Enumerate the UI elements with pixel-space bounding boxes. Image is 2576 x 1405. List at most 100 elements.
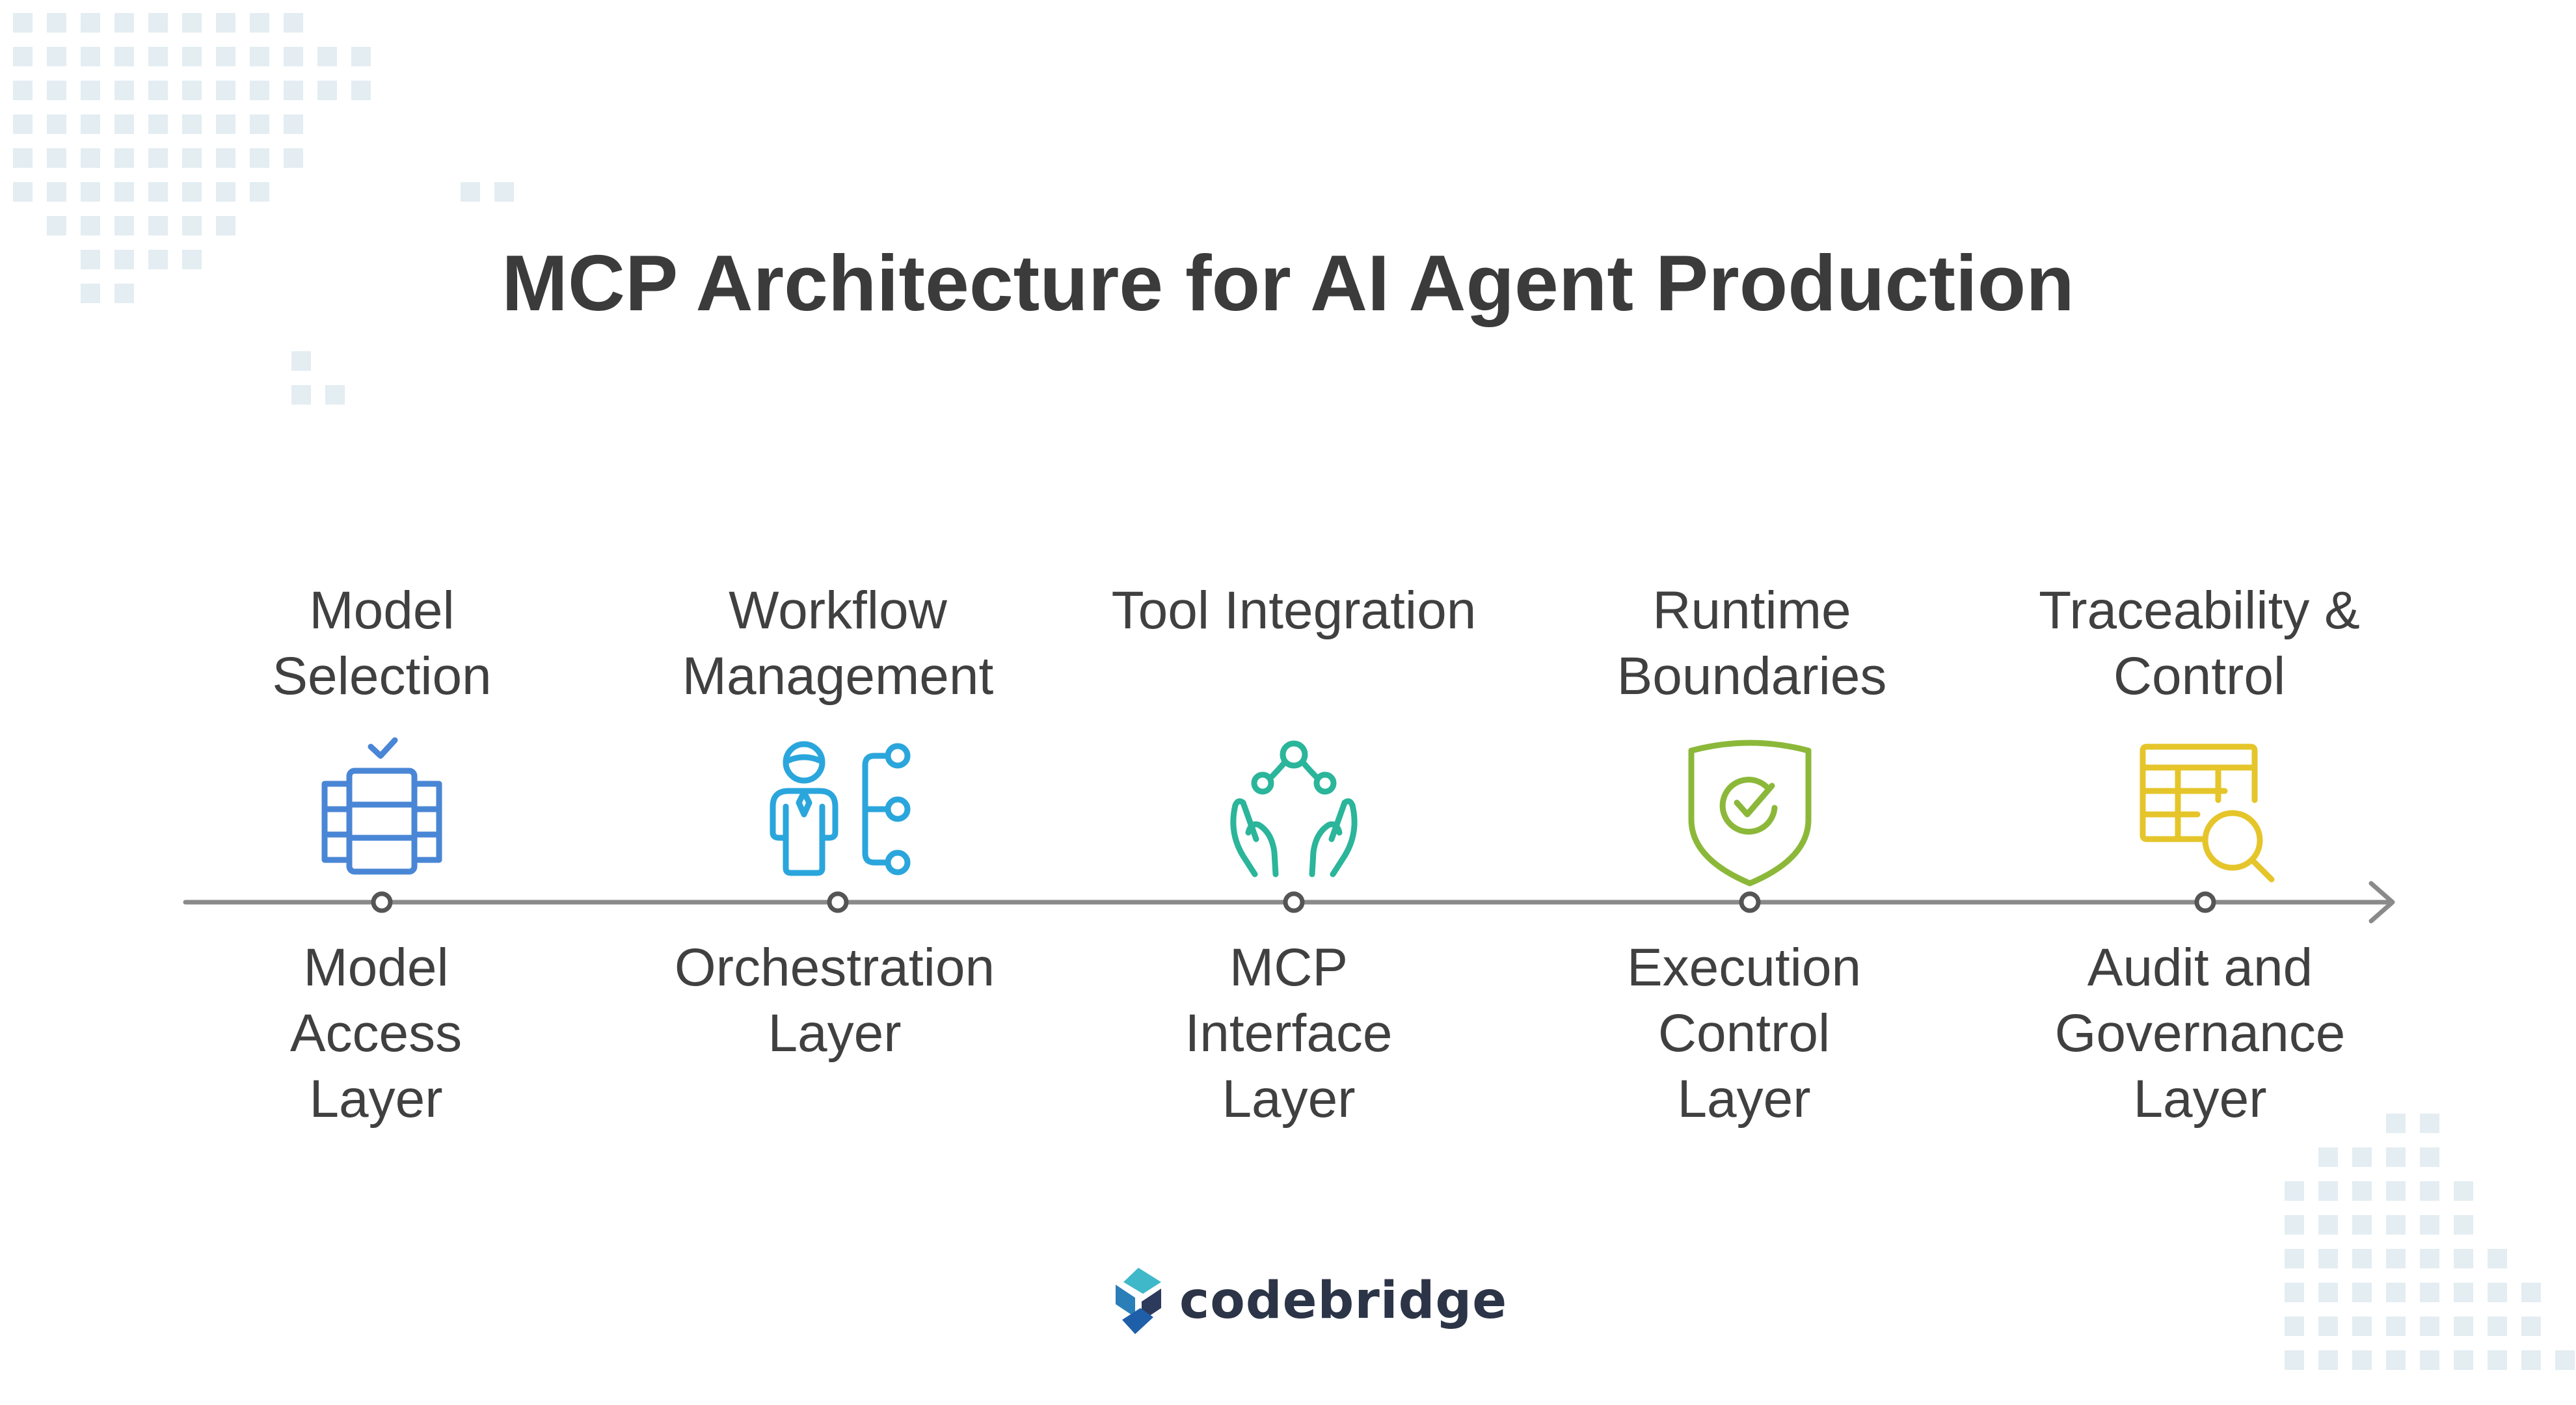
step-4-top-label: Runtime Boundaries xyxy=(1557,578,1947,709)
decorative-dot xyxy=(81,13,100,33)
step-1-top-line: Selection xyxy=(272,647,492,706)
decorative-dot xyxy=(148,114,168,134)
decorative-dot xyxy=(216,148,235,168)
decorative-dot xyxy=(182,216,202,235)
decorative-dot xyxy=(2386,1114,2406,1133)
decorative-dot xyxy=(2318,1317,2338,1336)
decorative-dot xyxy=(148,81,168,100)
decorative-dot xyxy=(351,81,371,100)
decorative-dot xyxy=(47,182,66,202)
decorative-dot xyxy=(2318,1249,2338,1268)
decorative-dot xyxy=(284,13,303,33)
step-2-top-label: Workflow Management xyxy=(643,578,1033,709)
decorative-dot xyxy=(461,182,480,202)
decorative-dot xyxy=(2420,1283,2439,1302)
timeline-node-5 xyxy=(2194,891,2216,913)
step-1-top-label: Model Selection xyxy=(187,578,577,709)
decorative-dot xyxy=(291,351,311,371)
decorative-dot xyxy=(47,13,66,33)
decorative-dot xyxy=(114,47,134,66)
decorative-dot xyxy=(250,13,269,33)
decorative-dot xyxy=(2454,1249,2473,1268)
step-3-bottom-line: Layer xyxy=(1222,1069,1356,1129)
decorative-dot xyxy=(2318,1350,2338,1370)
decorative-dot xyxy=(2285,1181,2304,1201)
decorative-dot xyxy=(291,385,311,405)
decorative-dot xyxy=(47,81,66,100)
decorative-dot xyxy=(2521,1350,2541,1370)
decorative-dot xyxy=(2454,1215,2473,1235)
decorative-dot xyxy=(2386,1215,2406,1235)
decorative-dot xyxy=(2352,1317,2372,1336)
decorative-dot xyxy=(216,182,235,202)
decorative-dot xyxy=(2386,1249,2406,1268)
decorative-dot xyxy=(81,182,100,202)
decorative-dot xyxy=(250,47,269,66)
decorative-dot xyxy=(13,13,33,33)
step-1-bottom-label: Model Access Layer xyxy=(181,935,571,1132)
step-3-top-label: Tool Integration xyxy=(1099,578,1489,643)
decorative-dot xyxy=(494,182,514,202)
step-4-top-line: Runtime xyxy=(1652,581,1851,640)
decorative-dot xyxy=(2488,1249,2507,1268)
decorative-dot xyxy=(47,216,66,235)
decorative-dot xyxy=(182,81,202,100)
decorative-dot xyxy=(182,47,202,66)
decorative-dot xyxy=(2285,1350,2304,1370)
decorative-dot xyxy=(13,81,33,100)
decorative-dot xyxy=(2352,1215,2372,1235)
decorative-dot xyxy=(284,148,303,168)
decorative-dot xyxy=(351,47,371,66)
decorative-dot xyxy=(13,182,33,202)
decorative-dot xyxy=(81,47,100,66)
decorative-dot xyxy=(2521,1283,2541,1302)
page-title: MCP Architecture for AI Agent Production xyxy=(502,239,2074,327)
step-5-top-line: Traceability & xyxy=(2039,581,2360,640)
decorative-dot xyxy=(81,216,100,235)
step-4-top-line: Boundaries xyxy=(1617,647,1887,706)
decorative-dot xyxy=(47,47,66,66)
decorative-dot xyxy=(81,250,100,269)
decorative-dot xyxy=(182,182,202,202)
decorative-dot xyxy=(2318,1215,2338,1235)
decorative-dot xyxy=(284,114,303,134)
decorative-dot xyxy=(2420,1350,2439,1370)
decorative-dot xyxy=(2386,1147,2406,1167)
decorative-dot xyxy=(216,216,235,235)
decorative-dot xyxy=(2420,1147,2439,1167)
decorative-dot xyxy=(13,114,33,134)
step-4-bottom-label: Execution Control Layer xyxy=(1549,935,1939,1132)
decorative-dot xyxy=(2420,1215,2439,1235)
decorative-dot xyxy=(2285,1215,2304,1235)
decorative-dot xyxy=(182,114,202,134)
step-5-bottom-line: Layer xyxy=(2133,1069,2267,1129)
decorative-dot xyxy=(2386,1317,2406,1336)
person-workflow-icon xyxy=(770,741,911,876)
step-2-top-line: Management xyxy=(682,647,994,706)
decorative-dot xyxy=(2318,1147,2338,1167)
decorative-dot xyxy=(2352,1249,2372,1268)
decorative-dot xyxy=(148,13,168,33)
step-1-top-line: Model xyxy=(309,581,455,640)
decorative-dot xyxy=(114,182,134,202)
decorative-dot xyxy=(2318,1283,2338,1302)
decorative-dot xyxy=(2420,1181,2439,1201)
step-5-bottom-line: Governance xyxy=(2054,1004,2346,1063)
step-2-bottom-label: Orchestration Layer xyxy=(639,935,1030,1066)
step-2-bottom-line: Layer xyxy=(768,1004,902,1063)
decorative-dot xyxy=(216,13,235,33)
decorative-dot xyxy=(2285,1249,2304,1268)
decorative-dot xyxy=(81,81,100,100)
decorative-dot xyxy=(2521,1317,2541,1336)
decorative-dot xyxy=(2352,1181,2372,1201)
decorative-dot xyxy=(2454,1283,2473,1302)
decorative-dot xyxy=(114,216,134,235)
decorative-dot xyxy=(2420,1249,2439,1268)
decorative-dot xyxy=(284,81,303,100)
decorative-dot xyxy=(2386,1350,2406,1370)
decorative-dot xyxy=(81,284,100,303)
timeline-node-1 xyxy=(371,891,393,913)
decorative-dot xyxy=(2352,1350,2372,1370)
